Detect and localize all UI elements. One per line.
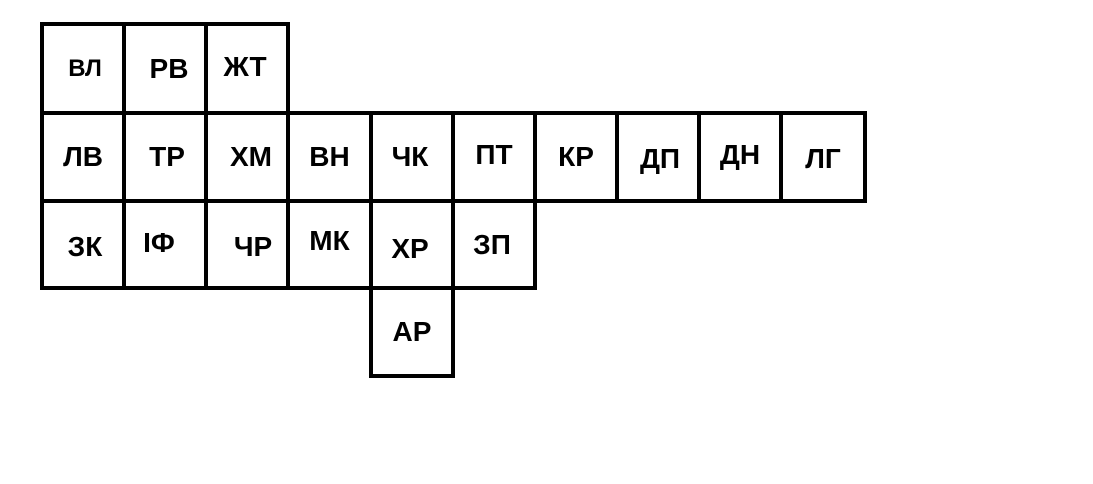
tile-label-kr: КР <box>558 141 594 172</box>
tile-chk: ЧК <box>369 111 455 203</box>
tile-dp: ДП <box>615 111 701 203</box>
tile-label-khr: ХР <box>391 232 429 264</box>
tile-ar: АР <box>369 286 455 378</box>
tile-label-dn: ДН <box>719 139 761 170</box>
tile-label-vn: ВН <box>309 141 350 172</box>
tile-label-chr: ЧР <box>233 230 273 262</box>
tile-label-chk: ЧК <box>391 141 429 172</box>
tile-label-tr: ТР <box>149 141 185 172</box>
tile-tr: ТР <box>122 111 208 203</box>
tile-zp: ЗП <box>451 199 537 290</box>
tile-label-ar: АР <box>392 316 432 347</box>
tile-label-lv: ЛВ <box>63 141 103 172</box>
tile-vl: ВЛ <box>40 22 126 115</box>
tile-zht: ЖТ <box>204 22 290 115</box>
tile-zk: ЗК <box>40 199 126 290</box>
tile-label-khm: ХМ <box>230 141 272 172</box>
tile-label-pt: ПТ <box>475 139 513 170</box>
tile-rv: РВ <box>122 22 208 115</box>
tile-label-vl: ВЛ <box>68 54 102 82</box>
tile-kr: КР <box>533 111 619 203</box>
tile-label-if: ІФ <box>143 226 175 258</box>
tile-label-zp: ЗП <box>473 228 511 260</box>
tile-mk: МК <box>286 199 373 290</box>
tile-khm: ХМ <box>204 111 290 203</box>
tile-label-dp: ДП <box>639 143 681 174</box>
tile-lv: ЛВ <box>40 111 126 203</box>
tile-if: ІФ <box>122 199 208 290</box>
tile-label-zht: ЖТ <box>223 50 267 82</box>
tile-label-rv: РВ <box>149 52 189 84</box>
tile-chr: ЧР <box>204 199 290 290</box>
tile-vn: ВН <box>286 111 373 203</box>
tile-khr: ХР <box>369 199 455 290</box>
tile-pt: ПТ <box>451 111 537 203</box>
tile-label-mk: МК <box>309 224 350 256</box>
tile-dn: ДН <box>697 111 783 203</box>
tile-label-zk: ЗК <box>67 230 103 262</box>
tile-label-lg: ЛГ <box>805 143 841 174</box>
tile-lg: ЛГ <box>779 111 867 203</box>
